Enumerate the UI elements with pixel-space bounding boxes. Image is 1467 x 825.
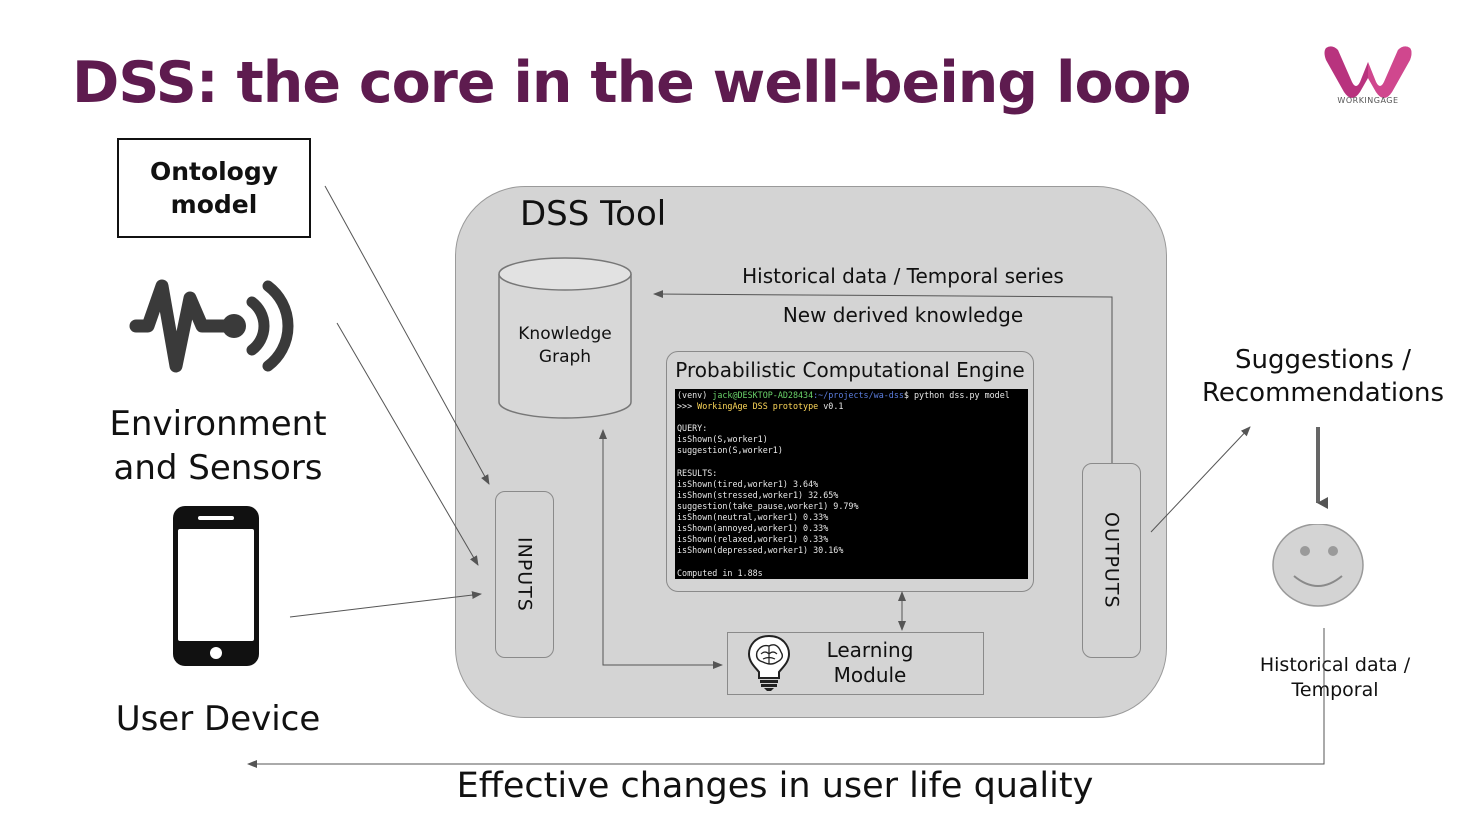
terminal-line-prompt: (venv) jack@DESKTOP-AD28434:~/projects/w…	[677, 390, 1026, 401]
brain-bulb-icon	[747, 634, 791, 691]
terminal-user: jack@DESKTOP-AD28434	[712, 390, 814, 400]
terminal-path: :~/projects/wa-dss	[813, 390, 904, 400]
terminal-result-line: isShown(tired,worker1) 3.64%	[677, 478, 819, 489]
knowledge-graph-label: Knowledge Graph	[518, 324, 612, 367]
terminal-result-line: isShown(depressed,worker1) 30.16%	[677, 545, 844, 556]
ontology-model-label: Ontology model	[149, 157, 279, 219]
user-device-label: User Device	[115, 699, 321, 739]
smartphone-icon	[173, 506, 259, 666]
outputs-label: OUTPUTS	[1100, 512, 1123, 609]
ontology-model-box: Ontology model	[117, 138, 311, 238]
terminal-result-line: isShown(neutral,worker1) 0.33%	[677, 512, 829, 523]
logo-text: WORKINGAGE	[1337, 96, 1399, 105]
terminal-banner-prefix: >>>	[677, 401, 698, 412]
effective-changes-label: Effective changes in user life quality	[456, 766, 1094, 806]
outputs-box	[1082, 463, 1141, 658]
terminal-query-line: isShown(S,worker1)	[677, 434, 768, 445]
learning-module-label: Learning Module	[826, 638, 914, 687]
terminal-results-header: RESULTS:	[677, 467, 718, 478]
smiley-face-icon	[1272, 524, 1364, 607]
terminal-result-line: suggestion(take_pause,worker1) 9.79%	[677, 500, 859, 511]
terminal-timing: Computed in 1.88s	[677, 567, 763, 578]
historical-data-temporal-label: Historical data / Temporal	[1259, 654, 1411, 701]
workingage-logo-icon	[1324, 46, 1412, 98]
terminal-command: $ python dss.py model	[903, 390, 1010, 400]
new-derived-knowledge-label: New derived knowledge	[782, 303, 1024, 327]
terminal-result-line: isShown(relaxed,worker1) 0.33%	[677, 534, 829, 545]
historical-temporal-series-label: Historical data / Temporal series	[742, 264, 1064, 288]
terminal-venv: (venv)	[677, 390, 713, 400]
terminal-banner-version: v0.1	[818, 401, 844, 412]
device-to-inputs-arrow	[289, 591, 482, 618]
terminal-result-line: isShown(stressed,worker1) 32.65%	[677, 489, 839, 500]
environment-sensors-label: Environment and Sensors	[109, 404, 327, 488]
probabilistic-engine-title: Probabilistic Computational Engine	[675, 358, 1025, 382]
slide-title: DSS: the core in the well-being loop	[72, 50, 1192, 116]
knowledge-graph-database-icon	[498, 257, 632, 419]
terminal-banner-app: WorkingAge DSS prototype	[697, 401, 819, 412]
terminal-query-line: suggestion(S,worker1)	[677, 445, 783, 456]
inputs-label: INPUTS	[513, 537, 536, 612]
dss-tool-title: DSS Tool	[520, 194, 667, 234]
terminal-query-header: QUERY:	[677, 423, 708, 434]
terminal-screenshot: (venv) jack@DESKTOP-AD28434:~/projects/w…	[675, 389, 1028, 579]
suggestions-recommendations-label: Suggestions / Recommendations	[1201, 345, 1444, 408]
terminal-result-line: isShown(annoyed,worker1) 0.33%	[677, 523, 829, 534]
sensor-signal-icon	[129, 279, 294, 373]
terminal-line-banner: >>> WorkingAge DSS prototype v0.1	[677, 401, 1026, 412]
